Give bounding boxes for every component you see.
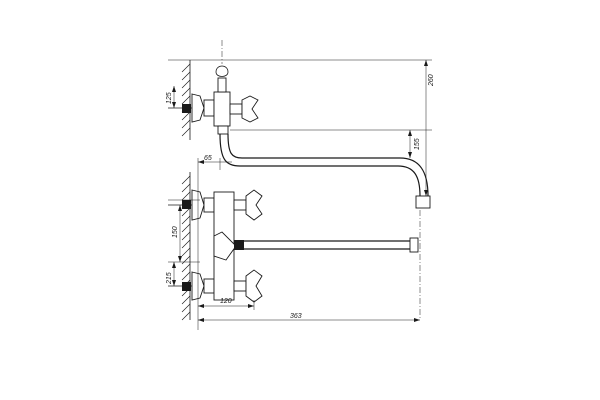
shower-connector: [217, 77, 227, 93]
spout-connector: [234, 240, 244, 250]
upper-aerator: [415, 195, 431, 209]
dim-label-top-height: 260: [428, 74, 435, 87]
upper-cross-handle: [241, 95, 259, 123]
upper-swivel-spout: [219, 133, 431, 209]
dimension-total-reach: 363: [198, 313, 420, 322]
lower-bottom-inlet: [182, 282, 191, 291]
lower-straight-spout: [244, 237, 419, 253]
lower-spout-tip: [409, 237, 419, 253]
lower-bottom-valve-stem: [233, 280, 247, 292]
dim-label-lower-spacing: 215: [166, 272, 173, 285]
upper-wall-hatching: [181, 60, 191, 140]
lower-bottom-cross-handle: [245, 269, 263, 303]
dimension-spout-drop: 155: [408, 130, 421, 158]
upper-wall-inlet: [182, 104, 191, 113]
lower-bottom-eccentric: [203, 278, 215, 294]
shower-holder-ring: [215, 65, 229, 77]
dimension-lower-spacing: 215: [166, 262, 176, 286]
dim-label-lower-reach: 120: [220, 298, 232, 305]
dimension-upper-spacing: 125: [166, 86, 176, 108]
lower-top-inlet: [182, 200, 191, 209]
dimension-top-height: 260: [424, 60, 435, 196]
upper-spout-joint: [217, 125, 229, 135]
extension-lines: [168, 59, 432, 330]
upper-mixer-body: [213, 91, 231, 127]
upper-mixer: [168, 40, 259, 135]
upper-flange: [191, 93, 205, 123]
dimension-lower-reach: 120: [198, 298, 255, 310]
lower-top-cross-handle: [245, 189, 263, 221]
lower-top-valve-stem: [233, 199, 247, 211]
lower-top-eccentric: [203, 197, 215, 213]
dim-label-upper-spacing: 125: [166, 92, 173, 104]
upper-eccentric: [203, 99, 215, 117]
upper-valve-stem: [229, 103, 243, 115]
dimension-mid-spacing: 150: [172, 205, 182, 262]
dimension-wall-offset: 65: [198, 155, 232, 164]
lower-mixer: [168, 189, 263, 303]
lower-wall-hatching: [181, 172, 191, 321]
dim-label-wall-offset: 65: [204, 155, 212, 162]
dim-label-mid-spacing: 150: [172, 226, 179, 238]
diverter-lever: [213, 231, 237, 261]
dim-label-total-reach: 363: [290, 313, 302, 320]
dim-label-spout-drop: 155: [414, 138, 421, 150]
